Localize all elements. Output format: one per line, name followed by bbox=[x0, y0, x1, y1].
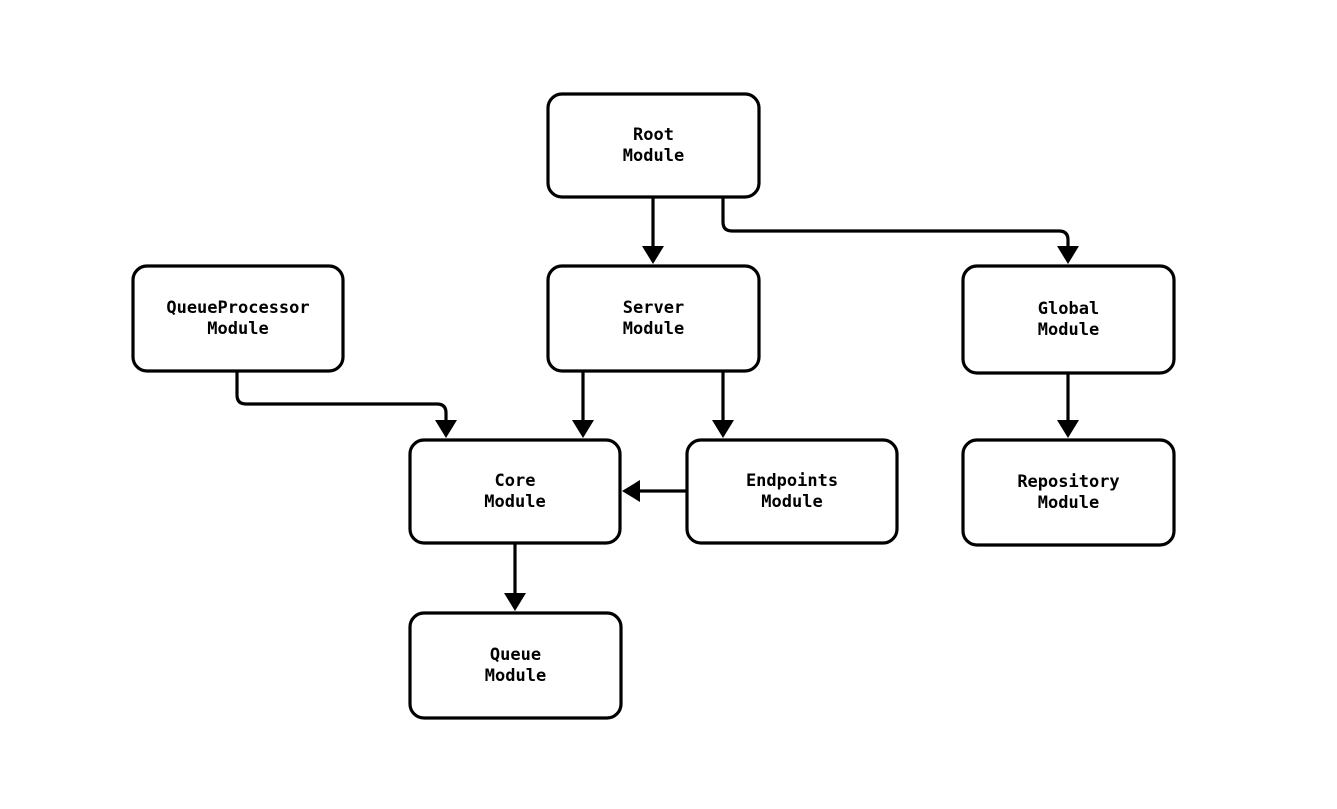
node-label-line2: Module bbox=[1038, 320, 1099, 340]
edge-core-to-queue bbox=[504, 543, 526, 611]
edge-server-to-endpoints bbox=[712, 371, 734, 438]
node-box[interactable] bbox=[408, 438, 622, 545]
node-label-line2: Module bbox=[761, 492, 822, 512]
edge-root-to-global bbox=[721, 197, 1079, 264]
node-box[interactable] bbox=[131, 264, 345, 373]
edge-line bbox=[721, 197, 1070, 250]
edge-global-to-repository bbox=[1057, 373, 1079, 438]
node-label-line1: Repository bbox=[1017, 472, 1119, 492]
node-label-line1: Endpoints bbox=[746, 471, 838, 491]
edge-arrowhead bbox=[504, 593, 526, 611]
edge-arrowhead bbox=[572, 420, 594, 438]
node-label-line2: Module bbox=[623, 319, 684, 339]
edge-root-to-server bbox=[642, 197, 664, 264]
node-label-line1: Queue bbox=[490, 645, 541, 665]
edge-line bbox=[235, 371, 448, 424]
node-label-line2: Module bbox=[485, 666, 546, 686]
node-box[interactable] bbox=[961, 438, 1176, 547]
edge-arrowhead bbox=[435, 420, 457, 438]
node-label-line2: Module bbox=[623, 146, 684, 166]
edge-arrowhead bbox=[1057, 420, 1079, 438]
node-label-line1: Core bbox=[495, 471, 536, 491]
edge-endpoints-to-core bbox=[622, 480, 687, 502]
node-box[interactable] bbox=[685, 438, 899, 545]
node-label-line2: Module bbox=[1038, 493, 1099, 513]
edge-arrowhead bbox=[622, 480, 640, 502]
node-label-line1: Root bbox=[633, 125, 674, 145]
node-box[interactable] bbox=[546, 264, 761, 373]
node-label-line1: Global bbox=[1038, 299, 1099, 319]
node-box[interactable] bbox=[408, 611, 623, 720]
node-label-line2: Module bbox=[207, 319, 268, 339]
node-box[interactable] bbox=[961, 264, 1176, 375]
node-label-line1: Server bbox=[623, 298, 684, 318]
edge-queueprocessor-to-core bbox=[235, 371, 457, 438]
node-box[interactable] bbox=[546, 92, 761, 199]
edge-layer bbox=[235, 197, 1079, 611]
edge-arrowhead bbox=[712, 420, 734, 438]
edge-server-to-core bbox=[572, 371, 594, 438]
edge-arrowhead bbox=[642, 246, 664, 264]
edge-arrowhead bbox=[1057, 246, 1079, 264]
node-label-line2: Module bbox=[484, 492, 545, 512]
node-label-line1: QueueProcessor bbox=[166, 298, 309, 318]
